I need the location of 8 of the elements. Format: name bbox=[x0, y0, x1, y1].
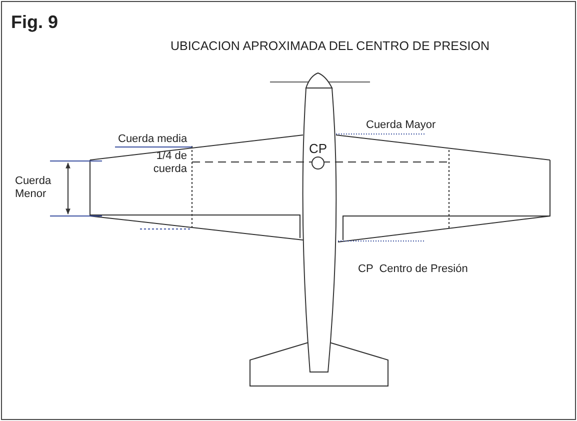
cp-label: CP bbox=[309, 141, 328, 156]
quarter-chord-label: 1/4 de cuerda bbox=[152, 150, 187, 176]
figure-number: Fig. 9 bbox=[11, 12, 58, 32]
chord-label: Cuerda Mayor bbox=[366, 119, 436, 132]
chord-label: Cuerda media bbox=[118, 133, 188, 146]
diagram-title: UBICACION APROXIMADA DEL CENTRO DE PRESION bbox=[169, 39, 491, 54]
chord-label: Cuerda Menor bbox=[15, 175, 52, 201]
legend-note: CP Centro de Presión bbox=[358, 263, 468, 276]
